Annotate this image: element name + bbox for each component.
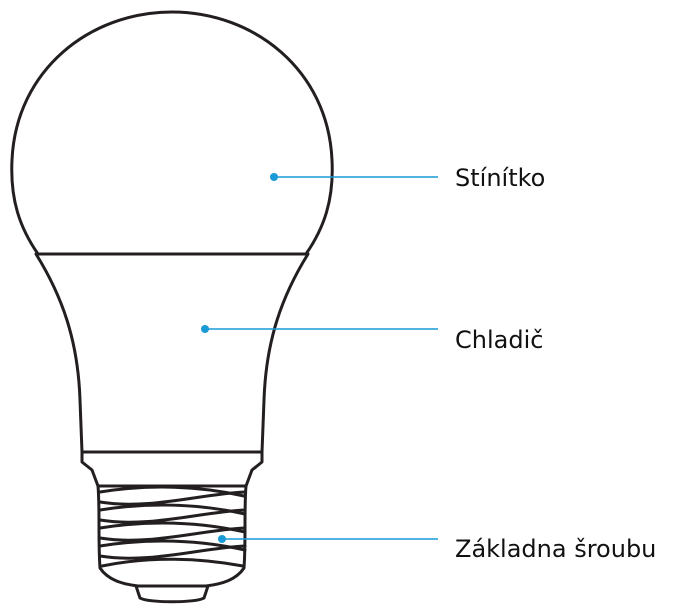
shade-callout [270, 173, 438, 181]
screw-base-label: Základna šroubu [455, 535, 656, 563]
bulb-heatsink [34, 252, 310, 454]
screw-threads [98, 485, 247, 568]
heatsink-callout [201, 325, 438, 333]
screw-base-callout [218, 535, 438, 543]
bulb-shade [10, 10, 334, 256]
heatsink-label: Chladič [455, 326, 543, 354]
bulb-collar [80, 450, 264, 488]
shade-label: Stínítko [455, 164, 545, 192]
bulb-tip [134, 584, 210, 604]
